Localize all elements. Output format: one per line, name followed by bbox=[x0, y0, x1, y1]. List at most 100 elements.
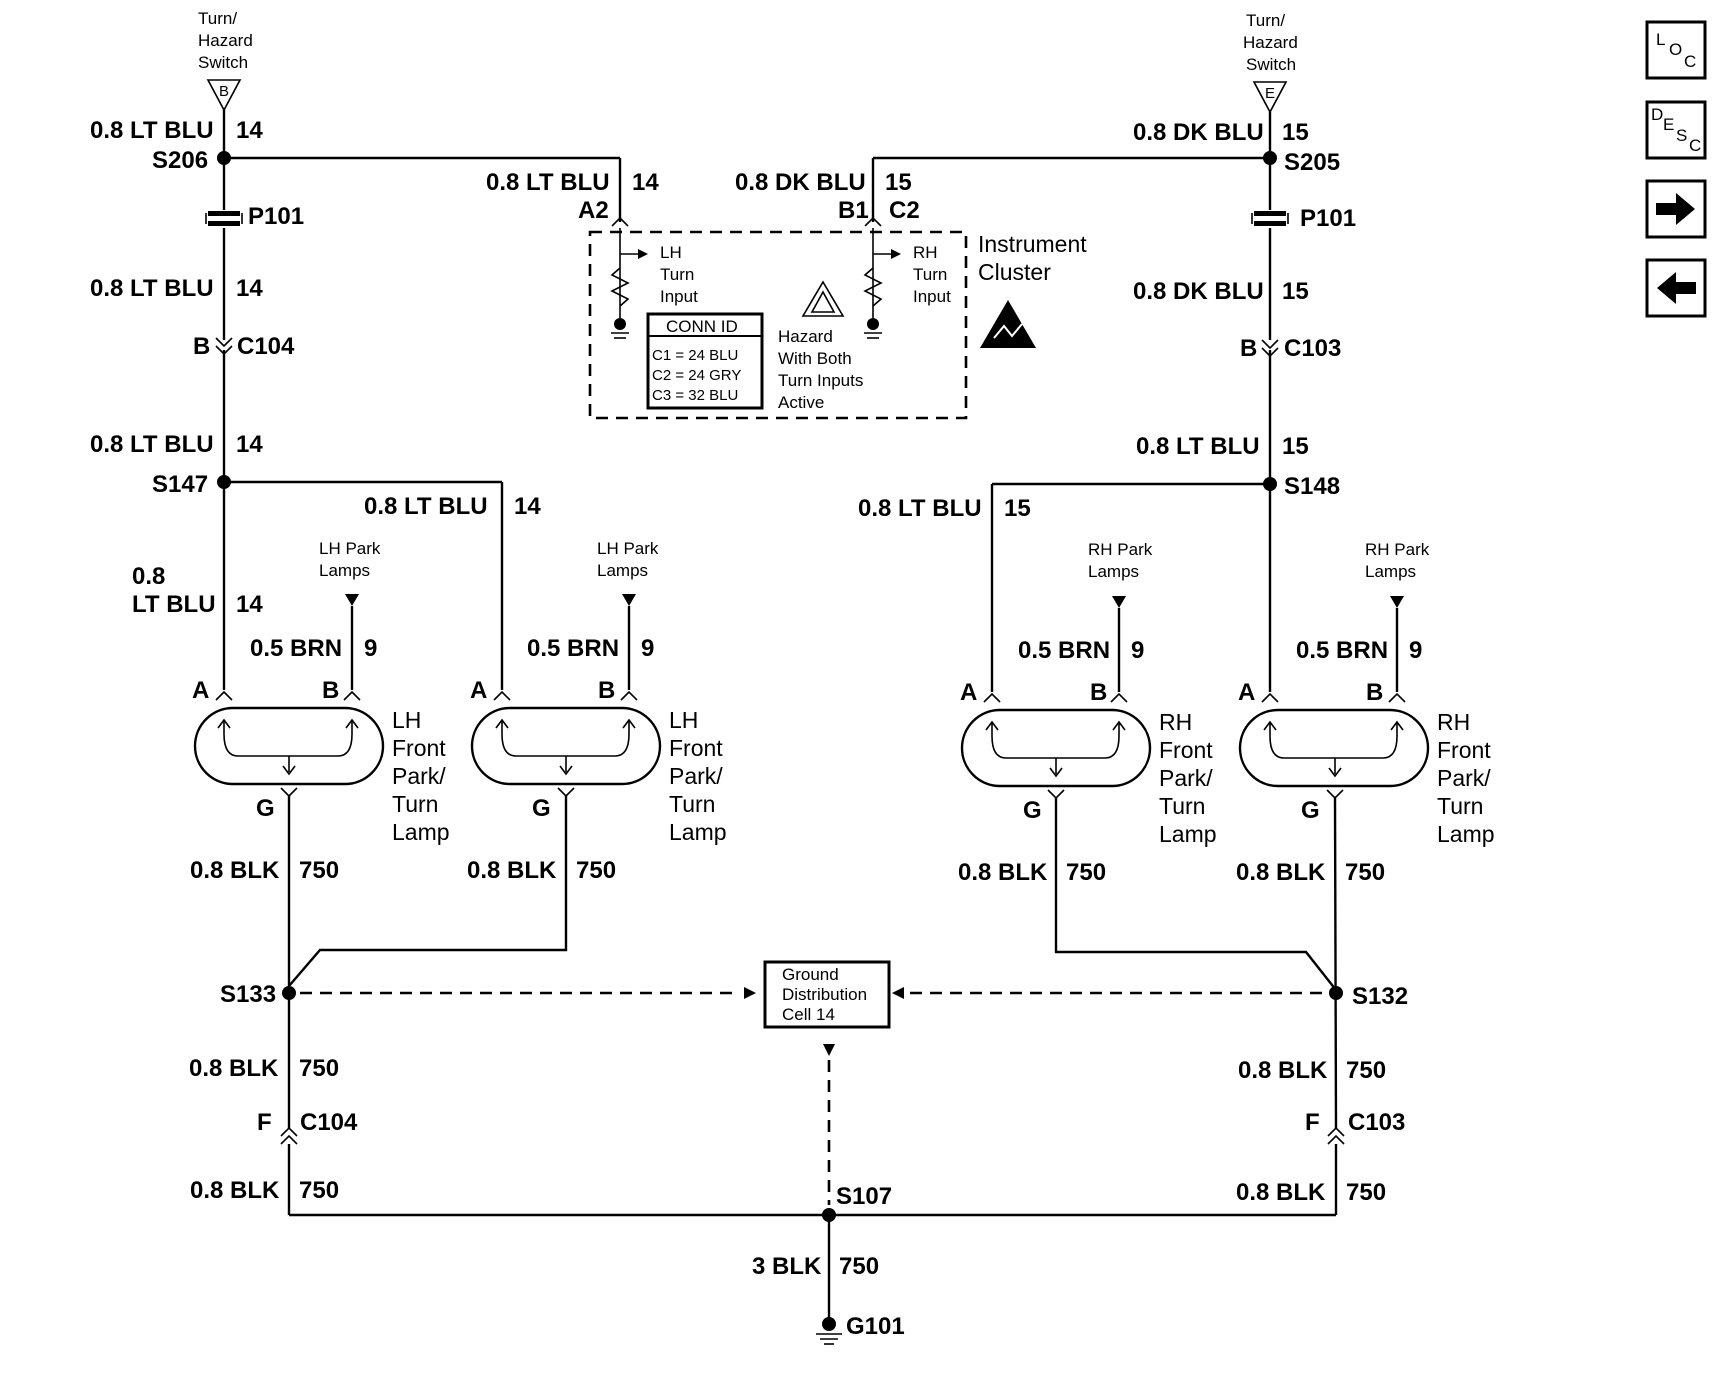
left-feed-wires bbox=[222, 110, 622, 690]
svg-text:0.8 BLK: 0.8 BLK bbox=[190, 857, 280, 884]
svg-text:Cluster: Cluster bbox=[978, 259, 1051, 285]
svg-text:B: B bbox=[1366, 679, 1383, 706]
svg-text:0.8: 0.8 bbox=[132, 563, 165, 590]
svg-text:9: 9 bbox=[641, 635, 654, 662]
svg-text:P101: P101 bbox=[1300, 205, 1356, 232]
svg-text:0.8 BLK: 0.8 BLK bbox=[189, 1055, 279, 1082]
desc-char-e: E bbox=[1663, 115, 1674, 134]
svg-text:RH Park: RH Park bbox=[1365, 540, 1430, 559]
svg-text:0.5 BRN: 0.5 BRN bbox=[250, 635, 342, 662]
svg-text:G: G bbox=[1301, 797, 1320, 824]
svg-text:0.8 BLK: 0.8 BLK bbox=[1238, 1057, 1328, 1084]
splice-dots bbox=[217, 151, 1343, 1222]
svg-text:Turn: Turn bbox=[392, 791, 438, 817]
svg-text:Lamps: Lamps bbox=[1365, 562, 1416, 581]
svg-text:14: 14 bbox=[236, 591, 263, 618]
svg-text:Hazard: Hazard bbox=[1243, 33, 1298, 52]
svg-text:Hazard: Hazard bbox=[778, 327, 833, 346]
ground-distribution-box[interactable]: Ground Distribution Cell 14 bbox=[763, 960, 891, 1029]
pin-labels: B B A2 B1 C2 A B A B A B A B G G G G F F bbox=[192, 197, 1383, 1136]
svg-text:15: 15 bbox=[1282, 433, 1309, 460]
svg-text:0.8 DK BLU: 0.8 DK BLU bbox=[1133, 119, 1264, 146]
desc-button[interactable]: D E S C bbox=[1645, 100, 1707, 160]
svg-text:0.8 BLK: 0.8 BLK bbox=[190, 1177, 280, 1204]
svg-text:750: 750 bbox=[299, 857, 339, 884]
previous-page-button[interactable] bbox=[1645, 258, 1707, 318]
svg-text:0.8 LT BLU: 0.8 LT BLU bbox=[90, 275, 214, 302]
svg-text:9: 9 bbox=[364, 635, 377, 662]
svg-text:Turn: Turn bbox=[1159, 793, 1205, 819]
desc-char-s: S bbox=[1676, 126, 1687, 145]
svg-text:15: 15 bbox=[885, 169, 912, 196]
svg-text:Turn: Turn bbox=[660, 265, 694, 284]
svg-text:G: G bbox=[256, 795, 275, 822]
svg-text:9: 9 bbox=[1409, 637, 1422, 664]
svg-text:Active: Active bbox=[778, 393, 824, 412]
svg-text:3 BLK: 3 BLK bbox=[752, 1253, 822, 1280]
svg-text:B1: B1 bbox=[838, 197, 869, 224]
svg-text:S132: S132 bbox=[1352, 983, 1408, 1010]
svg-text:S205: S205 bbox=[1284, 149, 1340, 176]
svg-text:S133: S133 bbox=[220, 981, 276, 1008]
svg-text:LH: LH bbox=[660, 243, 682, 262]
turn-hazard-switch-right: Turn/ Hazard Switch E bbox=[1243, 11, 1298, 114]
svg-text:C3 = 32 BLU: C3 = 32 BLU bbox=[652, 387, 738, 404]
svg-text:B: B bbox=[1090, 679, 1107, 706]
svg-text:14: 14 bbox=[236, 275, 263, 302]
next-page-button[interactable] bbox=[1645, 179, 1707, 239]
svg-text:0.5 BRN: 0.5 BRN bbox=[1018, 637, 1110, 664]
lh-front-lamp-1 bbox=[193, 706, 385, 786]
svg-text:S206: S206 bbox=[152, 147, 208, 174]
svg-text:LH: LH bbox=[392, 707, 421, 733]
svg-text:Turn/: Turn/ bbox=[1246, 11, 1285, 30]
svg-text:LH: LH bbox=[669, 707, 698, 733]
svg-text:B: B bbox=[193, 333, 210, 360]
switch-right-pin: E bbox=[1265, 85, 1275, 102]
svg-text:0.8 LT BLU: 0.8 LT BLU bbox=[1136, 433, 1260, 460]
svg-text:G101: G101 bbox=[846, 1313, 905, 1340]
svg-text:Hazard: Hazard bbox=[198, 31, 253, 50]
connector-labels: P101 P101 C104 C103 C104 C103 G101 bbox=[237, 203, 1405, 1340]
arrow-left-icon bbox=[1657, 272, 1696, 304]
svg-text:Front: Front bbox=[1437, 737, 1491, 763]
svg-text:C104: C104 bbox=[300, 1109, 358, 1136]
svg-text:Switch: Switch bbox=[1246, 55, 1296, 74]
svg-text:C103: C103 bbox=[1284, 335, 1341, 362]
svg-text:Switch: Switch bbox=[198, 53, 248, 72]
ground-distribution-links bbox=[300, 987, 1322, 1205]
loc-char-o: O bbox=[1669, 40, 1682, 59]
svg-text:750: 750 bbox=[839, 1253, 879, 1280]
svg-text:RH: RH bbox=[1437, 709, 1470, 735]
loc-button[interactable]: L O C bbox=[1645, 20, 1707, 80]
svg-text:S147: S147 bbox=[152, 471, 208, 498]
svg-text:15: 15 bbox=[1282, 119, 1309, 146]
svg-text:0.8 LT BLU: 0.8 LT BLU bbox=[486, 169, 610, 196]
svg-text:0.8 LT BLU: 0.8 LT BLU bbox=[364, 493, 488, 520]
svg-text:14: 14 bbox=[236, 431, 263, 458]
svg-text:14: 14 bbox=[514, 493, 541, 520]
svg-text:Park/: Park/ bbox=[392, 763, 446, 789]
p101-left-connector-icon bbox=[205, 211, 243, 226]
svg-text:With Both: With Both bbox=[778, 349, 852, 368]
svg-text:F: F bbox=[1305, 1109, 1320, 1136]
svg-text:750: 750 bbox=[1345, 859, 1385, 886]
svg-text:Lamps: Lamps bbox=[319, 561, 370, 580]
svg-text:Turn: Turn bbox=[1437, 793, 1483, 819]
svg-text:Turn Inputs: Turn Inputs bbox=[778, 371, 863, 390]
svg-text:C2 = 24 GRY: C2 = 24 GRY bbox=[652, 367, 741, 384]
switch-left-pin: B bbox=[219, 83, 229, 100]
svg-text:Input: Input bbox=[660, 287, 698, 306]
svg-text:Front: Front bbox=[669, 735, 723, 761]
cluster-labels: Instrument Cluster LH Turn Input RH Turn… bbox=[652, 231, 1087, 412]
svg-text:750: 750 bbox=[299, 1055, 339, 1082]
svg-text:C1 = 24 BLU: C1 = 24 BLU bbox=[652, 347, 738, 364]
turn-hazard-switch-left: Turn/ Hazard Switch B bbox=[198, 9, 253, 112]
lamp-labels: LH Front Park/ Turn Lamp LH Front Park/ … bbox=[392, 707, 1495, 847]
svg-text:15: 15 bbox=[1282, 278, 1309, 305]
svg-text:C103: C103 bbox=[1348, 1109, 1405, 1136]
connector-chevrons bbox=[215, 216, 1406, 1145]
svg-text:RH Park: RH Park bbox=[1088, 540, 1153, 559]
hazard-triangle-icon bbox=[801, 280, 845, 317]
svg-text:750: 750 bbox=[299, 1177, 339, 1204]
